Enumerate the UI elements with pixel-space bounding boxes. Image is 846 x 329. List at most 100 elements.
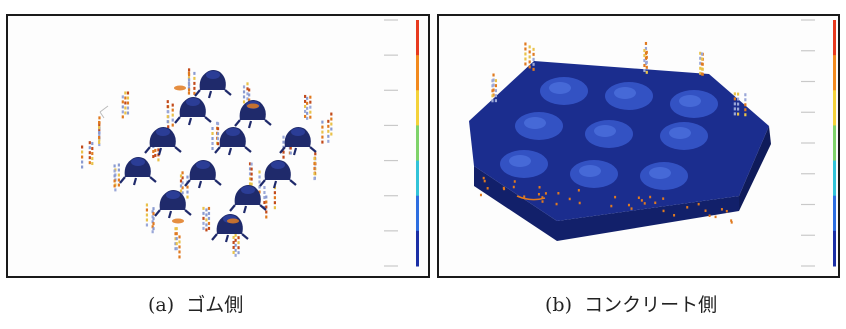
stress-mark [699, 71, 702, 75]
dome-highlight [649, 167, 671, 179]
rubber-bump [144, 127, 182, 156]
axis-triad [99, 105, 109, 119]
stress-mark [736, 97, 740, 101]
stress-mark [532, 67, 535, 71]
stress-mark [700, 57, 704, 61]
colorbar-segment [833, 195, 836, 232]
stress-mark [193, 71, 196, 75]
stress-mark [242, 95, 246, 99]
edge-stress-mark [544, 192, 547, 195]
stress-mark [179, 184, 183, 188]
stress-mark [491, 94, 494, 98]
edge-stress-mark [686, 206, 689, 209]
contact-dome [585, 120, 633, 148]
edge-stress-mark [673, 214, 676, 217]
stress-mark [152, 217, 155, 221]
stress-mark [187, 78, 191, 82]
stress-cluster [524, 42, 535, 71]
stress-mark [174, 232, 177, 236]
bump-top [156, 128, 170, 136]
stress-mark [733, 112, 736, 116]
stress-mark [178, 245, 181, 249]
stress-mark [250, 167, 253, 171]
stress-mark [113, 179, 116, 183]
stress-mark [117, 183, 120, 187]
stress-mark [643, 49, 646, 53]
stress-mark [186, 175, 189, 179]
stress-mark [187, 71, 191, 75]
bump-fringe [279, 146, 317, 156]
edge-stress-mark [541, 196, 544, 199]
edge-stress-mark [568, 197, 571, 201]
stress-mark [179, 179, 183, 183]
bump-fringe [119, 176, 157, 186]
stress-mark [309, 95, 312, 99]
stress-mark [121, 95, 124, 99]
hot-spot [247, 103, 259, 109]
stress-mark [181, 176, 184, 180]
stress-mark [258, 190, 261, 194]
stress-mark [216, 132, 220, 136]
stress-mark [234, 238, 237, 242]
dome-highlight [549, 82, 571, 94]
stress-mark [265, 200, 268, 204]
stress-mark [242, 85, 246, 89]
stress-mark [152, 150, 155, 154]
stress-mark [98, 116, 101, 120]
stress-mark [250, 182, 253, 186]
stress-mark [178, 240, 181, 244]
dome-highlight [614, 87, 636, 99]
edge-stress-mark [513, 180, 516, 183]
stress-mark [248, 88, 251, 92]
stress-mark [494, 79, 498, 83]
stress-mark [304, 99, 307, 103]
stress-mark [193, 86, 196, 90]
stress-mark [248, 172, 252, 176]
stress-mark [121, 115, 124, 119]
stress-mark [179, 174, 183, 178]
edge-stress-mark [537, 192, 540, 196]
stress-mark [494, 94, 498, 98]
contact-dome [640, 162, 688, 190]
stress-mark [733, 107, 736, 111]
contact-dome [540, 77, 588, 105]
stress-mark [524, 42, 527, 46]
stress-mark [232, 240, 235, 244]
stress-mark [327, 139, 330, 143]
stress-cluster [81, 141, 94, 169]
stress-mark [117, 168, 120, 172]
stress-mark [645, 65, 648, 69]
stress-mark [263, 201, 266, 205]
stress-mark [121, 110, 124, 114]
stress-mark [524, 47, 527, 51]
stress-mark [306, 101, 309, 105]
stress-mark [171, 123, 174, 127]
stress-mark [273, 196, 276, 200]
bump-fringe [174, 116, 212, 126]
stress-mark [313, 162, 316, 166]
stress-mark [265, 210, 268, 214]
stress-mark [202, 216, 205, 220]
stress-mark [175, 227, 178, 231]
slab-front-side [474, 166, 739, 241]
stress-mark [532, 57, 535, 61]
stress-mark [248, 167, 252, 171]
stress-mark [113, 174, 116, 178]
bump-top [291, 128, 305, 136]
stress-mark [126, 106, 130, 110]
stress-mark [644, 61, 648, 65]
stress-mark [181, 181, 184, 185]
edge-stress-mark [486, 187, 489, 190]
stress-mark [124, 91, 127, 95]
stress-mark [98, 133, 101, 137]
stress-mark [242, 100, 246, 104]
stress-mark [313, 167, 316, 171]
stress-mark [91, 152, 94, 156]
stress-mark [152, 222, 155, 226]
stress-mark [528, 60, 531, 64]
stress-mark [234, 248, 237, 252]
stress-mark [234, 233, 237, 237]
stress-mark [273, 201, 276, 205]
colorbar-segment [416, 195, 419, 232]
stress-mark [321, 120, 324, 124]
